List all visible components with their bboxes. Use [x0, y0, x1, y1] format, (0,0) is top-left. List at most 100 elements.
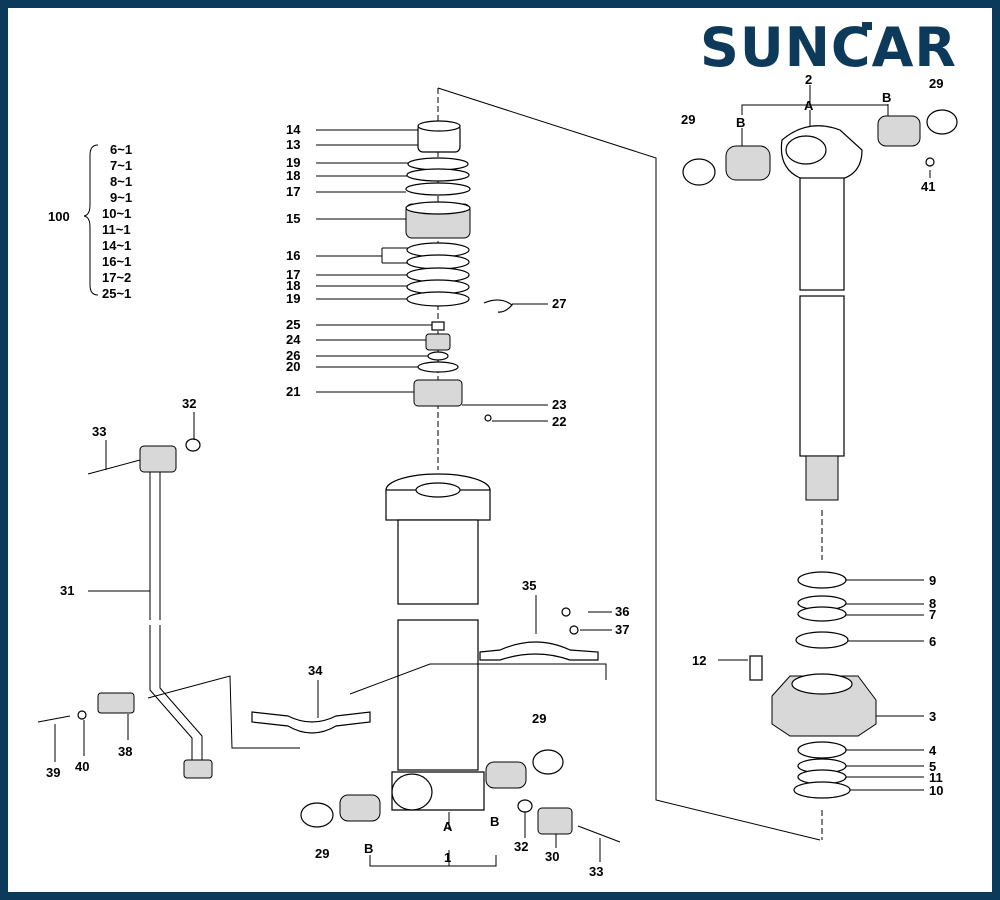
callout-32-bottom: 32 — [514, 839, 528, 854]
callout-20: 20 — [286, 359, 300, 374]
part-41-fitting — [925, 157, 935, 167]
kit-item: 17~2 — [102, 270, 131, 285]
part-15-piston-top — [405, 201, 471, 215]
part-32-ring — [517, 799, 533, 813]
callout-1: 1 — [444, 850, 451, 865]
callout-23: 23 — [552, 397, 566, 412]
rod-upper — [799, 177, 845, 291]
part-29-seal-right — [532, 749, 564, 775]
callout-7: 7 — [929, 607, 936, 622]
callout-18-b: 18 — [286, 278, 300, 293]
callout-B-bottom-left: B — [364, 841, 373, 856]
callout-8: 8 — [929, 596, 936, 611]
part-30-clamp — [537, 807, 573, 835]
part-16-ring-b — [406, 254, 470, 270]
callout-19-b: 19 — [286, 291, 300, 306]
part-40-washer — [77, 710, 87, 720]
tube-body-upper — [397, 519, 479, 605]
callout-21: 21 — [286, 384, 300, 399]
part-24-nut — [425, 333, 451, 351]
part-36-bolt — [561, 607, 571, 617]
callout-24: 24 — [286, 332, 301, 347]
kit-item: 10~1 — [102, 206, 131, 221]
piston-rod — [682, 109, 958, 501]
part-31-pipe-lower — [149, 625, 203, 762]
part-33-bolt-top — [87, 459, 141, 475]
callout-29-bottom-left: 29 — [315, 846, 329, 861]
callout-17-b: 17 — [286, 267, 300, 282]
callout-19: 19 — [286, 155, 300, 170]
leader-lines — [54, 85, 931, 867]
part-25-pin — [431, 321, 445, 331]
part-33-bolt — [577, 825, 621, 843]
kit-item: 14~1 — [102, 238, 131, 253]
callout-14: 14 — [286, 122, 301, 137]
part-pipe-flange — [139, 445, 177, 473]
kit-item: 11~1 — [102, 222, 131, 237]
logo-accent-icon — [862, 22, 872, 30]
kit-item: 6~1 — [110, 142, 132, 157]
part-32-oring — [185, 438, 201, 452]
callout-39: 39 — [46, 765, 60, 780]
part-3-gland-bore — [791, 673, 853, 695]
brackets — [147, 607, 607, 749]
callout-A-top: A — [804, 98, 814, 113]
callout-40: 40 — [75, 759, 89, 774]
part-39-bolt — [37, 715, 71, 723]
part-19-ring — [407, 157, 469, 171]
part-9-seal — [797, 571, 847, 589]
tube-body-lower — [397, 619, 479, 771]
kit-item: 9~1 — [110, 190, 132, 205]
part-37-washer — [569, 625, 579, 635]
kit-item: 16~1 — [102, 254, 131, 269]
kit-label: 100 — [48, 209, 70, 224]
rod-seals — [749, 571, 877, 799]
callout-29-top-left: 29 — [681, 112, 695, 127]
part-29-seal-top-left — [682, 158, 716, 186]
part-B-bushing-top-right — [877, 115, 921, 147]
callout-B-bottom-right: B — [490, 814, 499, 829]
callout-34: 34 — [308, 663, 323, 678]
callout-33-top: 33 — [92, 424, 106, 439]
callout-41: 41 — [921, 179, 935, 194]
callout-35: 35 — [522, 578, 536, 593]
tube-bore — [415, 482, 461, 498]
callout-37: 37 — [615, 622, 629, 637]
cylinder-tube — [385, 473, 491, 811]
part-22-ball — [484, 414, 492, 422]
brand-name: SUNCAR — [700, 16, 957, 79]
part-20-ring — [417, 361, 459, 373]
part-35-bracket — [479, 641, 599, 661]
callout-38: 38 — [118, 744, 132, 759]
piston-stack — [405, 120, 513, 422]
callout-A-bottom: A — [443, 819, 453, 834]
callout-18: 18 — [286, 168, 300, 183]
callout-4: 4 — [929, 743, 937, 758]
callout-12: 12 — [692, 653, 706, 668]
assembly-boundary-line — [437, 87, 821, 841]
callout-11: 11 — [929, 770, 943, 785]
callout-10: 10 — [929, 783, 943, 798]
callout-31: 31 — [60, 583, 74, 598]
callout-13: 13 — [286, 137, 300, 152]
part-B-bushing-top-left — [725, 145, 771, 181]
callout-29-top-right: 29 — [929, 76, 943, 91]
bracket-link-lines — [147, 663, 607, 749]
callout-30: 30 — [545, 849, 559, 864]
callout-29-bottom-right: 29 — [532, 711, 546, 726]
part-29-seal-left — [300, 802, 334, 828]
part-26-washer — [427, 351, 449, 361]
part-10-ring — [793, 781, 851, 799]
callout-17: 17 — [286, 184, 300, 199]
kit-item: 25~1 — [102, 286, 131, 301]
rod-lower — [799, 295, 845, 457]
part-34-bracket — [251, 711, 371, 734]
kit-item: 8~1 — [110, 174, 132, 189]
kit-group: 100 6~1 7~1 8~1 9~1 10~1 11~1 14~1 16~1 … — [48, 142, 132, 301]
part-17-ring — [405, 182, 471, 196]
hydraulic-pipe — [37, 438, 213, 779]
callout-9: 9 — [929, 573, 936, 588]
part-6-seal — [795, 631, 849, 649]
